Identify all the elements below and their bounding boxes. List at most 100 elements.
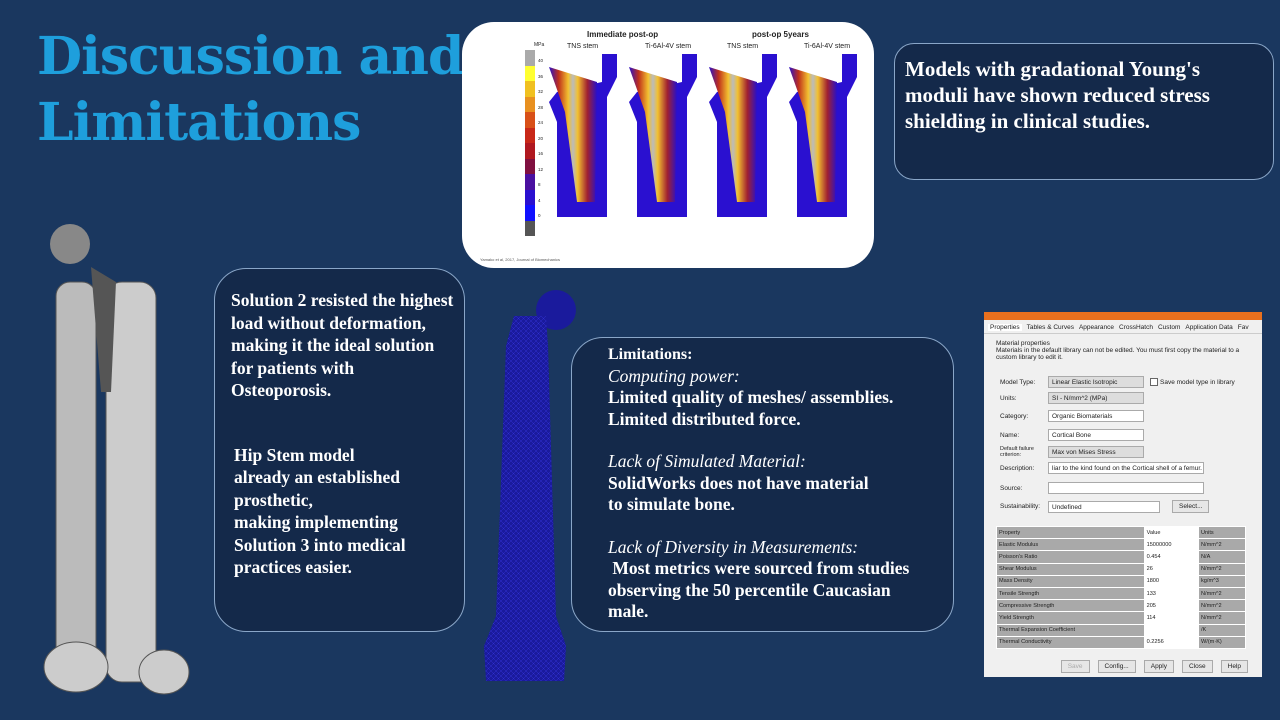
- category-field[interactable]: Organic Biomaterials: [1048, 410, 1144, 422]
- text-line: Most metrics were sourced from studies: [608, 558, 910, 578]
- table-cell: kg/m^3: [1197, 574, 1247, 588]
- tab-crosshatch[interactable]: CrossHatch: [1119, 324, 1153, 331]
- library-note: Materials in the default library can not…: [996, 347, 1240, 361]
- field-label: Category:: [1000, 412, 1029, 420]
- dialog-tabs: Properties Tables & Curves Appearance Cross…: [984, 320, 1262, 334]
- scale-tick: 36: [538, 73, 544, 79]
- title-line-1: Discussion and: [37, 26, 464, 87]
- table-cell: Mass Density: [996, 574, 1145, 588]
- scale-tick: 28: [538, 104, 544, 110]
- scale-band: [525, 174, 535, 190]
- close-button[interactable]: Close: [1182, 660, 1213, 673]
- scale-band: [525, 158, 535, 174]
- name-field[interactable]: Cortical Bone: [1048, 429, 1144, 441]
- stem-stress-map: [629, 67, 677, 202]
- tab-fav[interactable]: Fav: [1237, 324, 1249, 331]
- table-cell: Compressive Strength: [996, 599, 1145, 613]
- text-line: practices easier.: [234, 557, 352, 577]
- description-field[interactable]: liar to the kind found on the Cortical s…: [1048, 462, 1204, 474]
- limitation-subheading: Computing power:: [608, 365, 740, 386]
- table-cell: Thermal Expansion Coefficient: [996, 623, 1145, 637]
- tab-appearance[interactable]: Appearance: [1078, 324, 1115, 331]
- table-cell[interactable]: 205: [1143, 599, 1199, 613]
- scale-tick: 0: [538, 213, 541, 218]
- config-button[interactable]: Config...: [1097, 660, 1136, 673]
- table-cell[interactable]: 114: [1143, 611, 1199, 625]
- table-cell: Yield Strength: [996, 611, 1145, 625]
- hip-stem-text: Hip Stem model already an established pr…: [231, 444, 454, 579]
- scale-tick: 12: [538, 166, 544, 172]
- tab-custom[interactable]: Custom: [1157, 324, 1181, 331]
- select-button[interactable]: Select...: [1172, 500, 1210, 513]
- scale-band: [525, 96, 535, 112]
- text-line: making implementing: [234, 512, 398, 532]
- stem-label: Ti-6Al-4V stem: [804, 43, 851, 50]
- table-row[interactable]: Thermal Expansion Coefficient/K: [996, 623, 1247, 637]
- dialog-buttons: Save Config... Apply Close Help: [984, 656, 1262, 677]
- table-cell: Elastic Modulus: [996, 538, 1145, 552]
- table-cell[interactable]: 26: [1143, 562, 1199, 576]
- text-line: observing the 50 percentile Caucasian: [608, 579, 891, 600]
- apply-button[interactable]: Apply: [1143, 660, 1174, 673]
- scale-tick: 24: [538, 120, 544, 125]
- scale-tick: 4: [538, 197, 541, 203]
- save-button[interactable]: Save: [1060, 660, 1090, 673]
- table-cell[interactable]: 133: [1143, 586, 1199, 601]
- table-cell[interactable]: 0.454: [1143, 550, 1199, 564]
- text-line: Solution 3 into medical: [234, 534, 406, 555]
- figure-header-5years: post-op 5years: [752, 30, 809, 39]
- table-cell[interactable]: 15000000: [1143, 538, 1199, 552]
- table-cell[interactable]: 1800: [1143, 574, 1199, 588]
- table-cell: Shear Modulus: [996, 562, 1145, 576]
- field-label: Source:: [1000, 484, 1023, 492]
- checkbox-label: Save model type in library: [1160, 378, 1235, 386]
- save-model-type-checkbox[interactable]: [1150, 378, 1158, 386]
- column-header: Property: [996, 525, 1145, 540]
- model-type-select[interactable]: Linear Elastic Isotropic: [1048, 376, 1144, 388]
- scale-unit: MPa: [534, 42, 545, 48]
- figure-header-immediate: Immediate post-op: [587, 30, 659, 39]
- scale-band: [525, 81, 535, 97]
- stem-stress-map: [789, 67, 837, 202]
- table-cell: N/mm^2: [1197, 586, 1247, 601]
- scale-band: [525, 112, 535, 128]
- femur-mesh-image: [484, 290, 576, 681]
- failure-criterion-select[interactable]: Max von Mises Stress: [1048, 446, 1144, 458]
- units-select[interactable]: SI - N/mm^2 (MPa): [1048, 392, 1144, 404]
- stem-stress-map: [709, 67, 757, 202]
- limitations-heading: Limitations:: [608, 346, 693, 363]
- tab-tables-curves[interactable]: Tables & Curves: [1026, 324, 1074, 331]
- text-line: already an established: [234, 467, 400, 487]
- table-cell[interactable]: [1143, 623, 1199, 637]
- limitation-subheading: Lack of Diversity in Measurements:: [608, 536, 859, 557]
- stem-label: TNS stem: [727, 43, 759, 50]
- table-cell[interactable]: 0.2256: [1143, 635, 1199, 649]
- text-line: Limited distributed force.: [608, 408, 801, 429]
- text-line: Hip Stem model: [234, 444, 355, 465]
- table-cell: /K: [1197, 623, 1247, 637]
- hip-stem-model-image: [43, 224, 190, 695]
- table-cell: N/mm^2: [1197, 538, 1247, 552]
- limitations-box: Limitations: Computing power: Limited qu…: [571, 337, 954, 632]
- material-properties-group: Material properties Materials in the def…: [996, 340, 1246, 361]
- text-line: male.: [608, 601, 649, 621]
- table-cell: Poisson's Ratio: [996, 550, 1145, 564]
- source-field[interactable]: [1048, 482, 1204, 494]
- table-cell: Thermal Conductivity: [996, 635, 1145, 649]
- tab-properties[interactable]: Properties: [988, 324, 1022, 331]
- help-button[interactable]: Help: [1220, 660, 1248, 673]
- tab-application-data[interactable]: Application Data: [1185, 324, 1233, 331]
- scale-band: [525, 189, 535, 205]
- sustainability-field[interactable]: Undefined: [1048, 500, 1160, 513]
- callout-gradational-moduli: Models with gradational Young's moduli h…: [894, 43, 1274, 180]
